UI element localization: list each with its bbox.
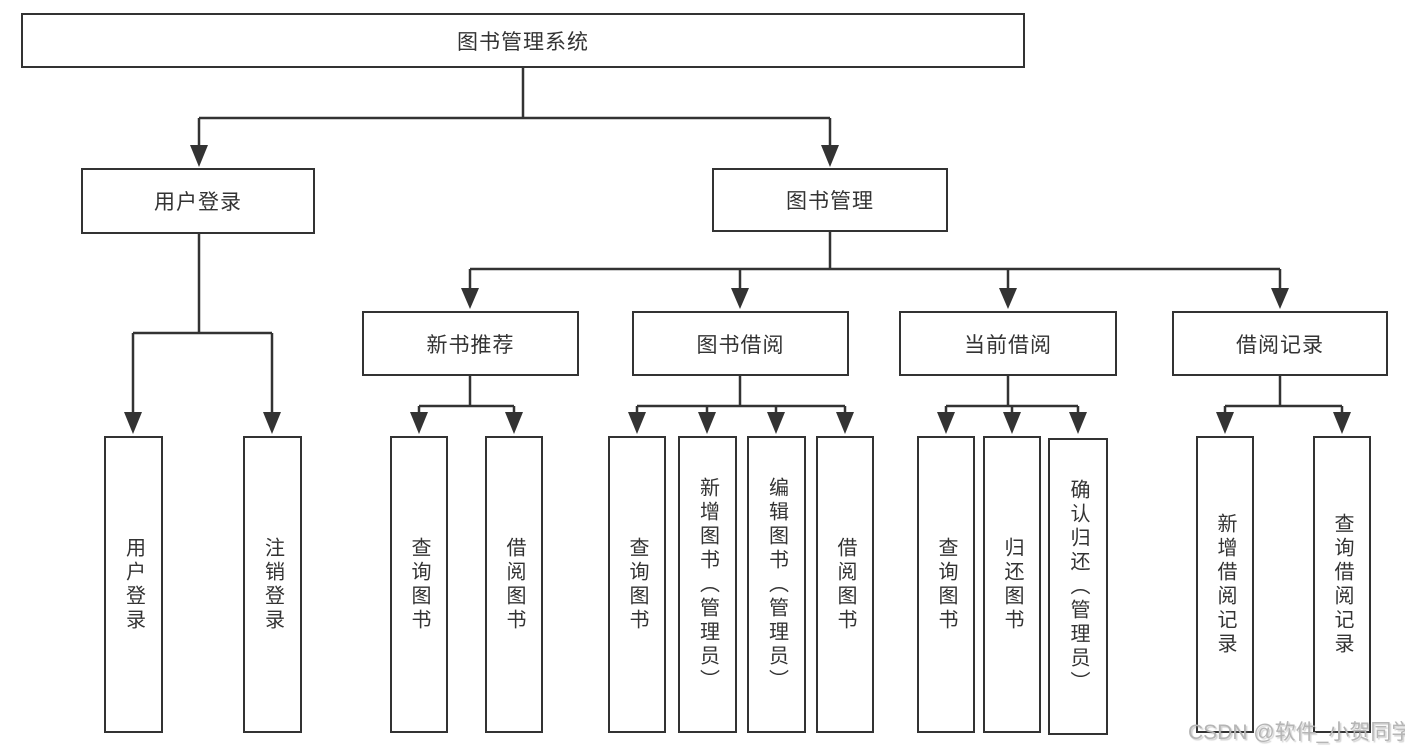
arrow-down-icon	[410, 412, 428, 434]
node-new-book-recommend: 新书推荐	[362, 311, 579, 376]
node-label: 用户登录	[122, 536, 145, 633]
arrow-down-icon	[263, 412, 281, 434]
node-label: 图书管理	[786, 190, 874, 213]
node-return-books: 归还图书	[983, 436, 1041, 733]
arrow-down-icon	[461, 288, 479, 309]
arrow-down-icon	[698, 412, 716, 434]
arrow-down-icon	[1271, 288, 1289, 309]
node-label: 新书推荐	[426, 333, 515, 357]
node-query-books: 查询图书	[917, 436, 975, 733]
node-label: 查询借阅记录	[1331, 512, 1353, 657]
arrow-down-icon	[821, 145, 839, 167]
node-label: 注销登录	[261, 536, 284, 633]
node-label: 当前借阅	[964, 333, 1052, 357]
node-query-books: 查询图书	[608, 436, 666, 733]
connector-user-login-children	[124, 234, 281, 434]
node-label: 图书借阅	[696, 333, 785, 357]
node-book-borrowing: 图书借阅	[632, 311, 849, 376]
node-label: 借阅图书	[503, 536, 525, 633]
arrow-down-icon	[505, 412, 523, 434]
node-label: 用户登录	[154, 191, 242, 214]
node-label: 查询图书	[626, 536, 648, 633]
node-current-borrowing: 当前借阅	[899, 311, 1117, 376]
connector-current-children	[937, 376, 1087, 434]
node-label: 查询图书	[408, 536, 430, 633]
node-book-management: 图书管理	[712, 168, 948, 232]
node-label: 借阅图书	[834, 536, 856, 633]
arrow-down-icon	[1003, 412, 1021, 434]
node-label: 新增图书（管理员）	[696, 476, 719, 693]
connector-root-to-level2	[190, 68, 839, 167]
arrow-down-icon	[999, 288, 1017, 309]
arrow-down-icon	[1333, 412, 1351, 434]
node-confirm-return-admin: 确认归还（管理员）	[1048, 438, 1108, 735]
node-query-books: 查询图书	[390, 436, 448, 733]
node-borrow-records: 借阅记录	[1172, 311, 1388, 376]
csdn-watermark: CSDN @软件_小贺同学	[1188, 721, 1405, 744]
arrow-down-icon	[190, 145, 208, 167]
node-edit-book-admin: 编辑图书（管理员）	[747, 436, 806, 733]
node-label: 图书管理系统	[457, 30, 589, 54]
arrow-down-icon	[1069, 412, 1087, 434]
node-label: 归还图书	[1001, 536, 1023, 633]
node-label: 编辑图书（管理员）	[765, 476, 788, 693]
node-add-book-admin: 新增图书（管理员）	[678, 436, 737, 733]
node-user-login-action: 用户登录	[104, 436, 163, 733]
node-borrow-books: 借阅图书	[816, 436, 874, 733]
node-add-borrow-record: 新增借阅记录	[1196, 436, 1254, 733]
node-logout-action: 注销登录	[243, 436, 302, 733]
arrow-down-icon	[836, 412, 854, 434]
arrow-down-icon	[1216, 412, 1234, 434]
node-borrow-books: 借阅图书	[485, 436, 543, 733]
connector-borrow-children	[628, 376, 854, 434]
arrow-down-icon	[937, 412, 955, 434]
node-label: 借阅记录	[1236, 333, 1324, 357]
connector-records-children	[1216, 376, 1351, 434]
node-user-login: 用户登录	[81, 168, 315, 234]
arrow-down-icon	[767, 412, 785, 434]
node-label: 查询图书	[935, 536, 957, 633]
node-query-borrow-record: 查询借阅记录	[1313, 436, 1371, 733]
node-label: 确认归还（管理员）	[1067, 478, 1089, 695]
connector-recommend-children	[410, 376, 523, 434]
node-library-management-system: 图书管理系统	[21, 13, 1025, 68]
connector-book-mgmt-to-level3	[461, 232, 1289, 309]
arrow-down-icon	[628, 412, 646, 434]
arrow-down-icon	[731, 288, 749, 309]
node-label: 新增借阅记录	[1214, 512, 1236, 657]
arrow-down-icon	[124, 412, 142, 434]
